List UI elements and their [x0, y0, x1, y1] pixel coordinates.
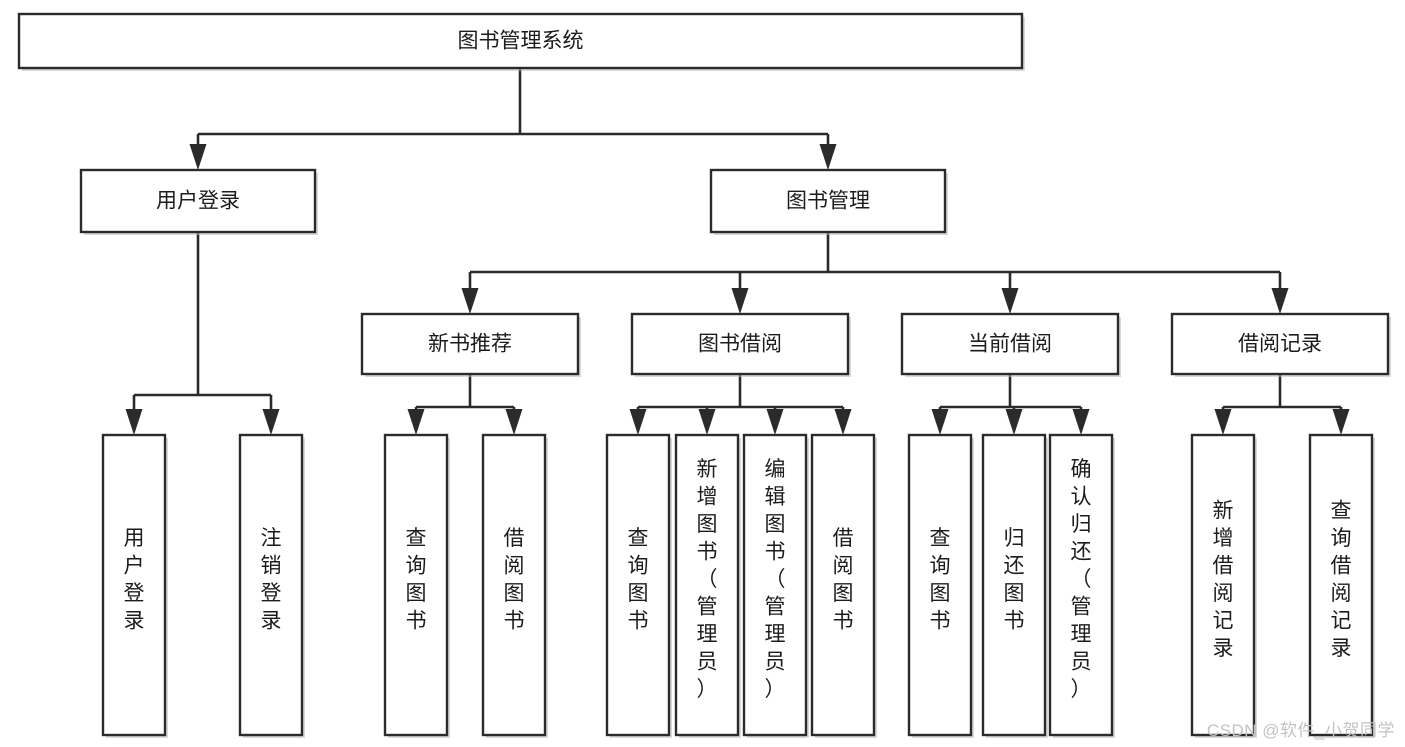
node-box[interactable] — [709, 168, 947, 234]
node-level2-1[interactable]: 图书管理 — [709, 168, 948, 235]
node-box[interactable] — [674, 433, 740, 737]
connector-record-to-leaves — [1214, 374, 1350, 435]
node-label: 新增图书（管理员） — [697, 458, 718, 701]
node-leaf-12[interactable]: 查询借阅记录 — [1308, 433, 1375, 738]
node-box[interactable] — [907, 433, 973, 737]
node-leaf-7[interactable]: 借阅图书 — [810, 433, 877, 738]
node-level3-0[interactable]: 新书推荐 — [360, 312, 581, 377]
node-leaf-8[interactable]: 查询图书 — [907, 433, 974, 738]
node-label: 查询图书 — [628, 527, 649, 633]
node-level3-3[interactable]: 借阅记录 — [1170, 312, 1391, 377]
node-box[interactable] — [605, 433, 671, 737]
node-label: 借阅记录 — [1238, 333, 1322, 356]
node-leaf-10[interactable]: 确认归还（管理员） — [1048, 433, 1115, 738]
connector-root-to-level2 — [189, 68, 837, 170]
node-label: 查询借阅记录 — [1331, 499, 1352, 660]
node-label: 编辑图书（管理员） — [765, 458, 786, 701]
node-label: 注销登录 — [261, 527, 282, 633]
node-label: 借阅图书 — [504, 527, 525, 633]
node-box[interactable] — [810, 433, 876, 737]
node-label: 查询图书 — [930, 527, 951, 633]
node-box[interactable] — [101, 433, 167, 737]
node-label: 图书借阅 — [698, 333, 782, 356]
node-box[interactable] — [742, 433, 808, 737]
connector-newbook-to-leaves — [407, 374, 523, 435]
node-label: 当前借阅 — [968, 333, 1052, 356]
node-box[interactable] — [17, 12, 1024, 70]
node-level3-1[interactable]: 图书借阅 — [630, 312, 851, 377]
node-leaf-4[interactable]: 查询图书 — [605, 433, 672, 738]
node-label: 图书管理系统 — [458, 30, 584, 53]
node-box[interactable] — [360, 312, 580, 376]
node-box[interactable] — [981, 433, 1047, 737]
node-level2-0[interactable]: 用户登录 — [79, 168, 318, 235]
node-label: 借阅图书 — [833, 527, 854, 633]
node-leaf-5[interactable]: 新增图书（管理员） — [674, 433, 741, 738]
node-label: 新增借阅记录 — [1213, 499, 1234, 660]
node-label: 查询图书 — [406, 527, 427, 633]
node-box[interactable] — [1308, 433, 1374, 737]
node-level3-2[interactable]: 当前借阅 — [900, 312, 1121, 377]
node-box[interactable] — [481, 433, 547, 737]
node-leaf-2[interactable]: 查询图书 — [383, 433, 450, 738]
connector-current-to-leaves — [931, 374, 1090, 435]
csdn-watermark: CSDN @软件_小贺同学 — [1206, 721, 1395, 740]
node-label: 确认归还（管理员） — [1071, 458, 1092, 701]
node-label: 用户登录 — [156, 190, 240, 213]
node-box[interactable] — [79, 168, 317, 234]
node-root-0[interactable]: 图书管理系统 — [17, 12, 1025, 71]
node-label: 归还图书 — [1004, 527, 1025, 633]
node-label: 图书管理 — [786, 190, 870, 213]
node-box[interactable] — [383, 433, 449, 737]
connector-userlogin-to-leaves — [125, 232, 280, 435]
connector-level2-to-level3 — [461, 232, 1289, 314]
node-box[interactable] — [630, 312, 850, 376]
node-leaf-0[interactable]: 用户登录 — [101, 433, 168, 738]
node-leaf-6[interactable]: 编辑图书（管理员） — [742, 433, 809, 738]
node-box[interactable] — [900, 312, 1120, 376]
node-box[interactable] — [238, 433, 304, 737]
node-box[interactable] — [1170, 312, 1390, 376]
node-leaf-3[interactable]: 借阅图书 — [481, 433, 548, 738]
node-label: 用户登录 — [124, 527, 145, 633]
node-leaf-9[interactable]: 归还图书 — [981, 433, 1048, 738]
node-box[interactable] — [1190, 433, 1256, 737]
node-leaf-1[interactable]: 注销登录 — [238, 433, 305, 738]
node-label: 新书推荐 — [428, 333, 512, 356]
connector-borrow-to-leaves — [629, 374, 852, 435]
node-leaf-11[interactable]: 新增借阅记录 — [1190, 433, 1257, 738]
node-box[interactable] — [1048, 433, 1114, 737]
